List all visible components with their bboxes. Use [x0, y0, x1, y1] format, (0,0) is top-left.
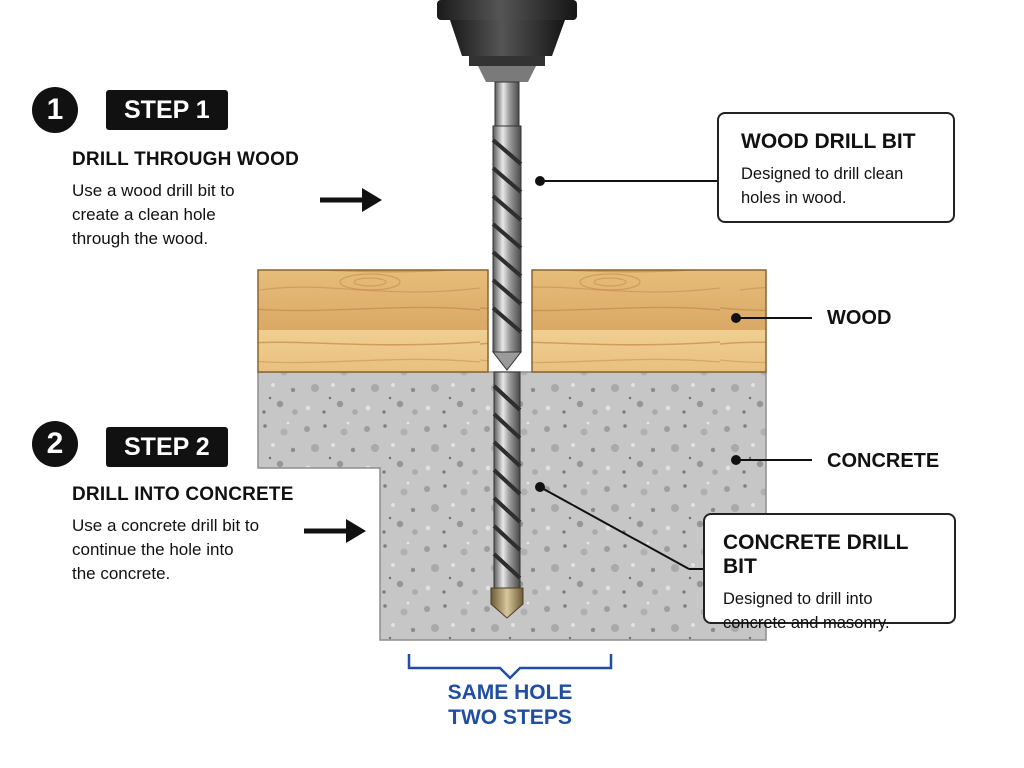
right-arrow-icon: [320, 188, 382, 212]
wood-drill-bit-icon: [491, 81, 523, 371]
concrete-drill-bit-callout-title: CONCRETE DRILL BIT: [723, 531, 909, 578]
wood-board-left: [257, 269, 489, 373]
drill-chuck-icon: [437, 0, 577, 82]
step-2-tag: STEP 2: [106, 427, 228, 467]
step-2-description-line: the concrete.: [72, 564, 171, 583]
wood-drill-bit-callout-title: WOOD DRILL BIT: [741, 130, 916, 153]
concrete-label: CONCRETE: [827, 450, 940, 472]
step-1-number: 1: [32, 87, 78, 133]
wood-drill-bit-callout-description: Designed to drill clean holes in wood.: [741, 162, 933, 210]
callout-description-line: concrete and masonry.: [723, 614, 890, 632]
callout-description-line: Designed to drill clean: [741, 165, 904, 183]
step-1-description-line: create a clean hole: [72, 205, 216, 224]
same-hole-bracket: [407, 654, 613, 680]
wood-drill-bit-callout: WOOD DRILL BIT Designed to drill clean h…: [717, 112, 955, 223]
wood-leader: [731, 313, 812, 323]
right-arrow-icon: [304, 519, 366, 543]
same-hole-caption-line-1: SAME HOLE: [447, 681, 573, 704]
step-1-description-line: through the wood.: [72, 229, 209, 248]
step-2-description: Use a concrete drill bit to continue the…: [72, 514, 259, 586]
step-1-title: DRILL THROUGH WOOD: [72, 149, 300, 170]
callout-description-line: holes in wood.: [741, 189, 847, 207]
wood-bit-leader: [535, 176, 718, 186]
step-2-number: 2: [32, 421, 78, 467]
wood-label: WOOD: [827, 307, 892, 329]
wood-board-right: [531, 269, 767, 373]
concrete-drill-bit-icon: [490, 371, 524, 619]
same-hole-caption-line-2: TWO STEPS: [448, 706, 572, 729]
step-2-description-line: continue the hole into: [72, 540, 234, 559]
concrete-drill-bit-callout-description: Designed to drill into concrete and maso…: [723, 587, 938, 635]
step-1-description-line: Use a wood drill bit to: [72, 181, 235, 200]
concrete-drill-bit-callout: CONCRETE DRILL BIT Designed to drill int…: [703, 513, 956, 632]
same-hole-caption: SAME HOLE TWO STEPS: [410, 680, 610, 730]
step-2-description-line: Use a concrete drill bit to: [72, 516, 260, 535]
callout-description-line: Designed to drill into: [723, 590, 873, 608]
concrete-bit-leader: [535, 482, 706, 570]
step-1-tag: STEP 1: [106, 90, 228, 130]
step-2-title: DRILL INTO CONCRETE: [72, 484, 294, 505]
concrete-leader: [731, 455, 812, 465]
step-1-description: Use a wood drill bit to create a clean h…: [72, 179, 235, 251]
